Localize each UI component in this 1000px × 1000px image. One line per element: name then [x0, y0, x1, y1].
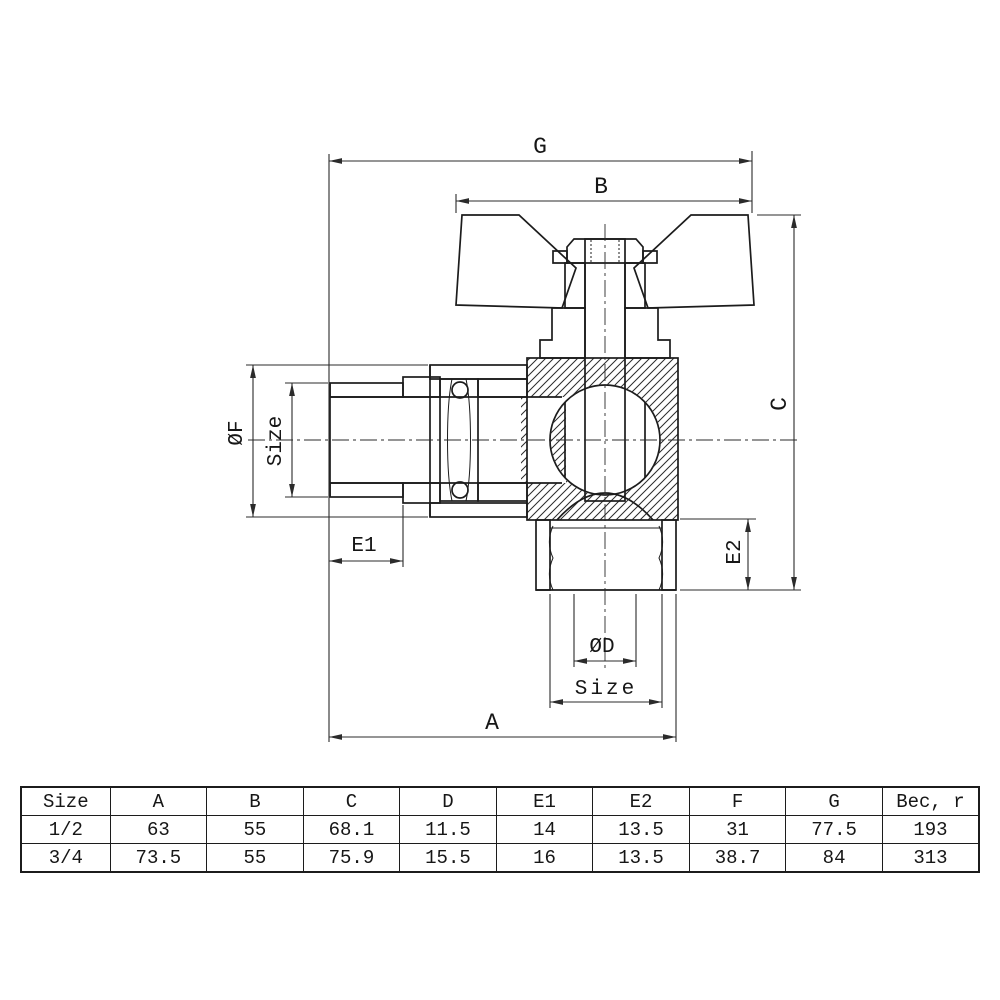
- dim-label-a: A: [485, 710, 499, 736]
- valve-body-group: [521, 357, 679, 521]
- dim-label-e2: E2: [724, 539, 747, 564]
- body-hatch: [521, 358, 678, 520]
- union-nut-top: [429, 364, 528, 380]
- dim-label-b: B: [594, 174, 608, 200]
- dimension-table: Size A B C D E1 E2 F G Bec, r 1/2 63 55 …: [20, 786, 980, 873]
- union-thread-top: [477, 378, 528, 398]
- col-header-c: C: [302, 786, 401, 816]
- cell-f: 38.7: [688, 843, 787, 873]
- shank-top: [402, 376, 441, 398]
- cell-b: 55: [206, 815, 304, 844]
- dimension-lines: [246, 151, 801, 742]
- cell-g: 77.5: [785, 815, 883, 844]
- bonnet-right: [624, 307, 671, 359]
- union-thread-bottom: [477, 482, 528, 502]
- handle-wing-right: [633, 214, 755, 309]
- cell-e1: 14: [495, 815, 594, 844]
- outlet-wall-right: [661, 519, 677, 591]
- cell-size: 3/4: [20, 843, 111, 873]
- col-header-e1: E1: [495, 786, 594, 816]
- o-ring-top: [451, 381, 469, 399]
- cell-a: 73.5: [109, 843, 208, 873]
- female-thread-profile: [548, 525, 664, 591]
- union-nut-bottom: [429, 502, 528, 518]
- male-thread-top: [329, 382, 404, 398]
- dim-label-phi-f: ØF: [226, 420, 249, 445]
- shank-bottom: [402, 482, 441, 504]
- table-row: 1/2 63 55 68.1 11.5 14 13.5 31 77.5 193: [20, 815, 980, 844]
- body-outline: [526, 357, 679, 521]
- col-header-size: Size: [20, 786, 111, 816]
- dimension-labels: G B C E2 ØF Size E1 A ØD Size: [226, 134, 793, 736]
- cell-c: 68.1: [302, 815, 401, 844]
- dim-label-phi-d: ØD: [589, 636, 614, 659]
- left-port-group: [329, 364, 562, 518]
- o-ring-bottom: [451, 481, 469, 499]
- col-header-f: F: [688, 786, 787, 816]
- dim-label-e1: E1: [351, 535, 376, 558]
- handle-wing-left: [455, 214, 577, 309]
- centerlines: [248, 224, 798, 672]
- cell-e2: 13.5: [592, 843, 690, 873]
- cell-e1: 16: [495, 843, 594, 873]
- cell-d: 11.5: [399, 815, 497, 844]
- cell-d: 15.5: [399, 843, 497, 873]
- cell-size: 1/2: [20, 815, 111, 844]
- cell-a: 63: [109, 815, 208, 844]
- cell-e2: 13.5: [592, 815, 690, 844]
- male-thread-bottom: [329, 482, 404, 498]
- col-header-g: G: [785, 786, 883, 816]
- table-row: 3/4 73.5 55 75.9 15.5 16 13.5 38.7 84 31…: [20, 843, 980, 873]
- cell-b: 55: [206, 843, 304, 873]
- cell-g: 84: [785, 843, 883, 873]
- dim-label-size-bottom: Size: [575, 678, 637, 701]
- dim-label-g: G: [533, 134, 547, 160]
- bottom-port-group: [535, 519, 677, 591]
- cell-f: 31: [688, 815, 787, 844]
- cell-weight: 193: [881, 815, 980, 844]
- col-header-b: B: [206, 786, 304, 816]
- outlet-wall-left: [535, 519, 551, 591]
- col-header-a: A: [109, 786, 208, 816]
- col-header-e2: E2: [592, 786, 690, 816]
- table-header-row: Size A B C D E1 E2 F G Bec, r: [20, 786, 980, 816]
- col-header-d: D: [399, 786, 497, 816]
- col-header-weight: Bec, r: [881, 786, 980, 816]
- dim-label-size-left: Size: [265, 416, 288, 466]
- dim-label-c: C: [767, 397, 793, 411]
- cell-c: 75.9: [302, 843, 401, 873]
- bonnet-left: [539, 307, 586, 359]
- cell-weight: 313: [881, 843, 980, 873]
